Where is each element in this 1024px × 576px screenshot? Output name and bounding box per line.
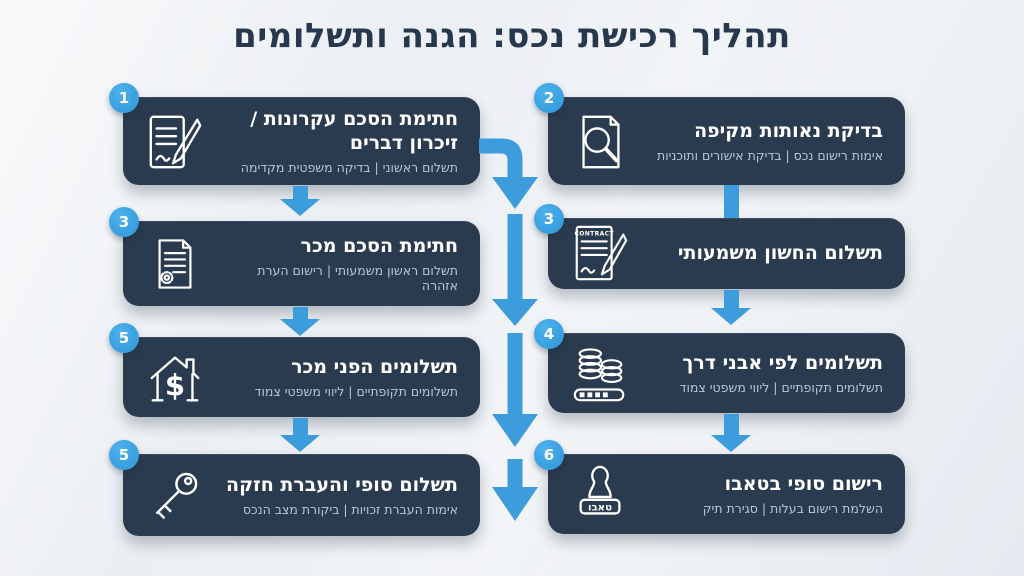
elbow-connector (479, 138, 523, 179)
step-text: חתימת הסכם עקרונות / זיכרון דברים תשלום … (225, 108, 458, 174)
number-badge: 6 (534, 440, 564, 470)
step-title: תשלום החשון משמעותי (677, 242, 883, 265)
number-badge: 1 (109, 83, 139, 113)
spine-bar-2 (507, 214, 523, 301)
document-pen-icon (135, 111, 215, 173)
number-badge: 5 (109, 323, 139, 353)
contract-icon-label: CONTRACT (574, 231, 614, 238)
step-text: תשלום החשון משמעותי (650, 242, 883, 265)
step-box-right-2: תשלום החשון משמעותי CONTRACT (548, 218, 905, 289)
down-arrow-right-3 (711, 414, 751, 452)
arrowhead-3 (492, 414, 538, 447)
step-text: תשלומים לפי אבני דרך תשלומים תקופתיים | … (650, 352, 883, 395)
house-dollar-icon: $ (135, 347, 215, 409)
down-arrow-left-3 (280, 418, 320, 452)
step-box-left-3: תשלומים הפני מכר תשלומים תקופתיים | ליוו… (123, 337, 480, 417)
step-subtitle: תשלומים תקופתיים | ליווי משפטי צמוד (254, 384, 458, 400)
step-box-right-4: רישום סופי בטאבו השלמת רישום בעלות | סגי… (548, 454, 905, 534)
step-title: תשלומים לפי אבני דרך (682, 351, 883, 374)
down-arrow-left-1 (280, 186, 320, 216)
arrowhead-4 (492, 487, 538, 521)
step-title: תשלום סופי והעברת חזקה (226, 473, 458, 496)
step-text: תשלומים הפני מכר תשלומים תקופתיים | ליוו… (225, 356, 458, 399)
coins-progress-icon (560, 343, 640, 405)
contract-pen-icon: CONTRACT (560, 223, 640, 285)
step-title: חתימת הסכם עקרונות / זיכרון דברים (250, 108, 458, 154)
page-title: תהליך רכישת נכס: הגנה ותשלומים (233, 16, 791, 56)
stamp-icon: טאבו (560, 464, 640, 526)
number-badge: 4 (534, 319, 564, 349)
step-text: תשלום סופי והעברת חזקה אימות העברת זכויו… (225, 474, 458, 517)
spine-bar-4 (507, 459, 523, 489)
stamp-icon-label: טאבו (588, 502, 612, 513)
step-box-left-2: חתימת הסכם מכר תשלום ראשון משמעותי | ריש… (123, 221, 480, 306)
step-title: בדיקת נאותות מקיפה (694, 119, 883, 142)
document-magnifier-icon (560, 111, 640, 173)
step-text: רישום סופי בטאבו השלמת רישום בעלות | סגי… (650, 473, 883, 516)
step-box-left-4: תשלום סופי והעברת חזקה אימות העברת זכויו… (123, 454, 480, 536)
step-text: חתימת הסכם מכר תשלום ראשון משמעותי | ריש… (225, 235, 458, 293)
step-box-right-1: בדיקת נאותות מקיפה אימות רישום נכס | בדי… (548, 97, 905, 185)
number-badge: 5 (109, 440, 139, 470)
step-subtitle: תשלומים תקופתיים | ליווי משפטי צמוד (679, 380, 883, 396)
spine-bar-3 (507, 333, 523, 416)
step-subtitle: השלמת רישום בעלות | סגירת תיק (702, 501, 883, 517)
step-title: תשלומים הפני מכר (291, 355, 458, 378)
document-seal-icon (135, 235, 215, 293)
step-subtitle: תשלום ראשוני | בדיקה משפטית מקדימה (240, 159, 458, 175)
arrowhead-2 (492, 299, 538, 326)
svg-text:$: $ (165, 368, 185, 402)
down-arrow-left-2 (280, 307, 320, 336)
number-badge: 3 (109, 207, 139, 237)
step-box-right-3: תשלומים לפי אבני דרך תשלומים תקופתיים | … (548, 333, 905, 413)
step-subtitle: אימות העברת זכויות | ביקורת מצב הנכס (242, 502, 458, 518)
step-box-left-1: חתימת הסכם עקרונות / זיכרון דברים תשלום … (123, 97, 480, 185)
step-subtitle: אימות רישום נכס | בדיקת אישורים ותוכניות (657, 148, 883, 164)
number-badge: 2 (534, 83, 564, 113)
key-icon (135, 466, 215, 526)
step-title: רישום סופי בטאבו (724, 472, 883, 495)
connector-bar-right-1 (724, 185, 739, 218)
arrowhead-1 (492, 177, 538, 209)
step-title: חתימת הסכם מכר (300, 234, 459, 257)
central-flow-spine (479, 138, 538, 521)
step-subtitle: תשלום ראשון משמעותי | רישום הערת אזהרה (257, 263, 458, 294)
down-arrow-right-2 (711, 290, 751, 325)
step-text: בדיקת נאותות מקיפה אימות רישום נכס | בדי… (650, 120, 883, 163)
number-badge: 3 (534, 204, 564, 234)
